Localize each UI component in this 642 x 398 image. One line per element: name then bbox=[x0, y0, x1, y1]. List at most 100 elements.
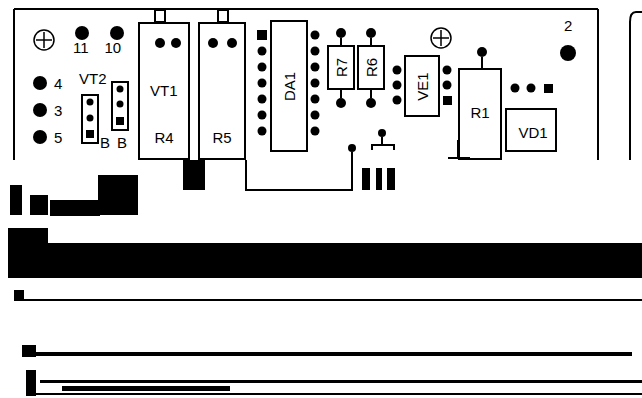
scan-artifact bbox=[50, 200, 100, 216]
solder-pad bbox=[336, 28, 346, 38]
part-designator: VE1 bbox=[415, 72, 430, 100]
pin-label: 11 bbox=[73, 40, 89, 55]
part-designator: R6 bbox=[364, 57, 379, 76]
solder-pad bbox=[443, 96, 452, 105]
solder-pad bbox=[393, 81, 402, 90]
mounting-hole bbox=[34, 28, 451, 50]
scan-artifact bbox=[62, 386, 230, 391]
pin-label: B bbox=[100, 135, 110, 150]
component-outline bbox=[112, 82, 128, 130]
component-outline bbox=[82, 10, 482, 190]
solder-pad bbox=[258, 79, 267, 88]
component-outline bbox=[370, 90, 372, 98]
solder-pad bbox=[87, 115, 94, 122]
component-outline bbox=[82, 95, 98, 143]
solder-pad bbox=[86, 130, 94, 138]
solder-pad bbox=[208, 38, 218, 48]
board-outline bbox=[14, 9, 642, 160]
solder-pad bbox=[527, 84, 536, 93]
solder-pad bbox=[366, 98, 376, 108]
scan-artifact bbox=[387, 168, 395, 190]
solder-pad bbox=[258, 95, 267, 104]
solder-pad bbox=[336, 98, 346, 108]
solder-pad bbox=[33, 76, 47, 90]
component-outline: VE1 bbox=[404, 55, 440, 117]
scan-artifact bbox=[14, 290, 24, 300]
solder-pad bbox=[560, 45, 576, 61]
pin-label: 10 bbox=[105, 40, 122, 55]
solder-pad bbox=[366, 28, 376, 38]
solder-pad bbox=[117, 86, 124, 93]
component-outline: VD1 bbox=[505, 108, 557, 152]
pin-label: VT2 bbox=[79, 71, 107, 86]
solder-pad bbox=[227, 38, 237, 48]
solder-pad bbox=[311, 127, 320, 136]
scan-artifact bbox=[8, 160, 642, 396]
mounting-hole bbox=[440, 30, 442, 46]
component-outline bbox=[155, 10, 165, 22]
component-outline bbox=[481, 57, 483, 68]
scan-artifact bbox=[98, 175, 138, 215]
solder-pad bbox=[311, 47, 320, 56]
mounting-hole bbox=[34, 30, 54, 50]
part-designator: R1 bbox=[471, 105, 490, 120]
pin-label: 5 bbox=[54, 130, 62, 145]
pin-label: B bbox=[117, 135, 127, 150]
solder-pad bbox=[443, 81, 452, 90]
component-outline bbox=[381, 137, 383, 145]
scan-artifact bbox=[14, 299, 642, 301]
scan-artifact bbox=[183, 160, 205, 190]
component-outline bbox=[340, 90, 342, 98]
mounting-hole bbox=[431, 28, 451, 48]
part-designator: VT1 bbox=[150, 83, 178, 98]
solder-pad bbox=[155, 38, 165, 48]
solder-pad bbox=[511, 84, 520, 93]
solder-pad bbox=[257, 30, 267, 40]
solder-pad bbox=[33, 103, 47, 117]
scan-artifact bbox=[22, 352, 632, 356]
solder-pad bbox=[33, 130, 47, 144]
scan-artifact bbox=[40, 380, 642, 383]
scan-artifact bbox=[30, 195, 48, 215]
scan-artifact bbox=[8, 243, 642, 278]
solder-pad bbox=[311, 31, 320, 40]
solder-pad bbox=[258, 111, 267, 120]
solder-pad bbox=[311, 95, 320, 104]
solder-pad bbox=[393, 96, 402, 105]
solder-pad bbox=[75, 26, 89, 40]
board-outline bbox=[13, 9, 15, 160]
solder-pad bbox=[477, 47, 487, 57]
component-outline bbox=[246, 152, 352, 190]
solder-pad bbox=[117, 101, 124, 108]
solder-pad bbox=[393, 66, 402, 75]
solder-pad bbox=[311, 63, 320, 72]
component-outline: DA1 bbox=[270, 20, 307, 152]
board-outline bbox=[630, 12, 642, 160]
scan-artifact bbox=[26, 370, 36, 396]
mounting-hole bbox=[43, 32, 45, 48]
solder-pad bbox=[311, 79, 320, 88]
scan-artifact bbox=[8, 228, 48, 243]
scan-artifact bbox=[10, 185, 22, 215]
component-outline: R7 bbox=[327, 45, 354, 90]
component-outline bbox=[340, 38, 342, 45]
part-designator: R4 bbox=[155, 130, 174, 145]
component-outline: R1 bbox=[458, 68, 502, 160]
solder-pad bbox=[378, 129, 386, 137]
part-designator: R5 bbox=[213, 130, 232, 145]
component-outline bbox=[218, 10, 228, 22]
solder-pad bbox=[544, 84, 553, 93]
scan-artifact bbox=[362, 168, 370, 190]
board-outline bbox=[597, 9, 599, 160]
solder-pad bbox=[311, 111, 320, 120]
pin-label: 2 bbox=[564, 18, 572, 33]
solder-pad bbox=[348, 144, 356, 152]
component-outline: VT1R4 bbox=[138, 22, 190, 160]
solder-pad bbox=[258, 47, 267, 56]
pin-label: 3 bbox=[54, 103, 62, 118]
part-designator: VD1 bbox=[519, 125, 548, 140]
pin-label: 4 bbox=[54, 76, 62, 91]
